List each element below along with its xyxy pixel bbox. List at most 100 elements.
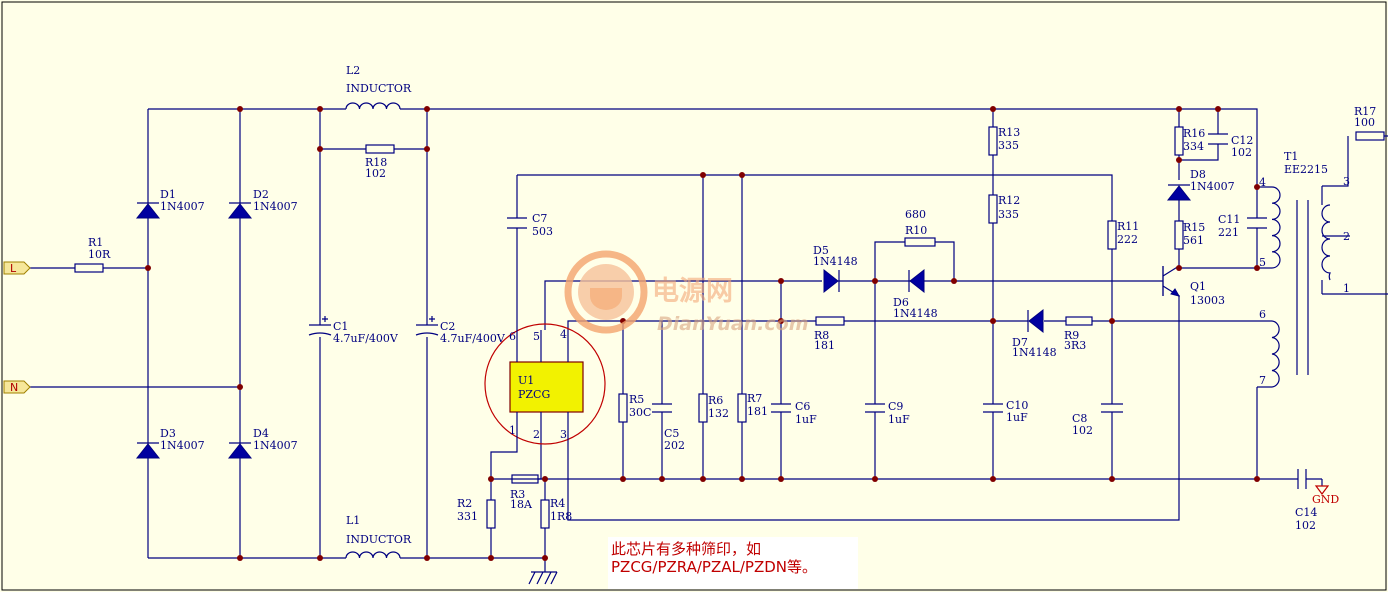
capacitor-c2[interactable]: C2 4.7uF/400V: [415, 316, 506, 345]
svg-text:102: 102: [365, 167, 386, 180]
svg-text:5: 5: [533, 330, 540, 343]
capacitor-c6[interactable]: C6 1uF: [771, 400, 817, 426]
svg-text:C12: C12: [1231, 134, 1253, 147]
resistor-r11[interactable]: R11 222: [1107, 220, 1139, 250]
note-line2: PZCG/PZRA/PZAL/PZDN等。: [611, 558, 817, 576]
resistor-r12[interactable]: R12 335: [988, 194, 1020, 224]
svg-text:C7: C7: [532, 212, 547, 225]
svg-text:331: 331: [457, 510, 478, 523]
capacitor-c11[interactable]: C11 221: [1218, 213, 1267, 239]
svg-text:2: 2: [533, 428, 540, 441]
svg-text:3: 3: [1343, 175, 1350, 188]
resistor-r15[interactable]: R15 561: [1174, 220, 1205, 250]
svg-text:3R3: 3R3: [1064, 339, 1086, 352]
capacitor-c5[interactable]: C5 202: [652, 403, 685, 452]
resistor-r3[interactable]: R3 18A: [510, 474, 539, 511]
port-neutral-label: N: [10, 381, 18, 394]
resistor-r1[interactable]: R1 10R: [74, 236, 111, 273]
capacitor-c1[interactable]: C1 4.7uF/400V: [308, 316, 399, 345]
svg-text:R12: R12: [998, 194, 1020, 207]
svg-text:R17: R17: [1354, 105, 1376, 118]
svg-text:1N4007: 1N4007: [253, 200, 298, 213]
svg-text:102: 102: [1072, 424, 1093, 437]
svg-text:C1: C1: [333, 320, 348, 333]
resistor-r16[interactable]: R16 334: [1174, 126, 1205, 156]
svg-text:C2: C2: [440, 320, 455, 333]
diode-d2[interactable]: D2 1N4007: [227, 188, 298, 219]
resistor-r17[interactable]: R17 100: [1354, 105, 1385, 141]
svg-text:13003: 13003: [1190, 294, 1225, 307]
diode-d4[interactable]: D4 1N4007: [227, 427, 298, 459]
capacitor-c12[interactable]: C12 102: [1208, 133, 1253, 159]
svg-text:C5: C5: [664, 427, 679, 440]
capacitor-c8[interactable]: C8 102: [1072, 403, 1123, 437]
svg-text:Q1: Q1: [1190, 280, 1206, 293]
svg-text:4: 4: [560, 328, 567, 341]
svg-text:1N4148: 1N4148: [893, 307, 938, 320]
port-neutral[interactable]: N: [3, 380, 31, 394]
svg-text:D2: D2: [253, 188, 269, 201]
svg-text:R2: R2: [457, 497, 472, 510]
ic-u1[interactable]: U1 PZCG 1 2 3 4 5 6: [484, 323, 606, 445]
svg-text:1N4007: 1N4007: [160, 439, 205, 452]
ground-gnd[interactable]: GND: [1312, 485, 1339, 506]
svg-text:102: 102: [1295, 519, 1316, 532]
svg-text:C9: C9: [888, 400, 903, 413]
svg-text:181: 181: [814, 339, 835, 352]
resistor-r8[interactable]: R8 181: [814, 316, 845, 352]
resistor-r9[interactable]: R9 3R3: [1064, 316, 1093, 352]
resistor-r7[interactable]: R7 181: [737, 392, 768, 423]
capacitor-c7[interactable]: C7 503: [507, 212, 553, 238]
capacitor-c14[interactable]: C14 102: [1295, 469, 1317, 532]
inductor-l1[interactable]: L1 INDUCTOR: [345, 514, 412, 559]
svg-text:T1: T1: [1284, 150, 1298, 163]
svg-text:D1: D1: [160, 188, 176, 201]
svg-text:D8: D8: [1190, 168, 1206, 181]
svg-text:D7: D7: [1012, 336, 1028, 349]
svg-text:R5: R5: [629, 393, 644, 406]
wires: [30, 108, 1388, 572]
resistor-r13[interactable]: R13 335: [988, 126, 1020, 156]
svg-text:C8: C8: [1072, 412, 1087, 425]
svg-text:1N4148: 1N4148: [813, 255, 858, 268]
svg-text:L2: L2: [346, 64, 360, 77]
port-line[interactable]: L: [3, 261, 31, 275]
svg-text:1uF: 1uF: [795, 413, 817, 426]
svg-text:R15: R15: [1183, 221, 1205, 234]
svg-text:18A: 18A: [510, 498, 533, 511]
svg-text:C11: C11: [1218, 213, 1240, 226]
svg-text:222: 222: [1117, 233, 1138, 246]
svg-text:D5: D5: [813, 244, 829, 257]
resistor-r4[interactable]: R4 1R8: [540, 497, 572, 529]
svg-text:181: 181: [747, 405, 768, 418]
diode-d8[interactable]: D8 1N4007: [1166, 168, 1235, 201]
transformer-t1[interactable]: T1 EE2215 4 5 6 7 3 2 1: [1259, 150, 1350, 388]
inductor-l2[interactable]: L2 INDUCTOR: [345, 64, 412, 110]
svg-text:10R: 10R: [88, 248, 111, 261]
diode-d5[interactable]: D5 1N4148: [813, 244, 858, 294]
diode-d1[interactable]: D1 1N4007: [135, 188, 205, 219]
svg-text:R13: R13: [998, 126, 1020, 139]
resistor-r18[interactable]: R18 102: [365, 144, 395, 180]
resistor-r2[interactable]: R2 331: [457, 497, 496, 529]
svg-text:D4: D4: [253, 427, 269, 440]
svg-text:L1: L1: [346, 514, 360, 527]
svg-text:R6: R6: [708, 394, 723, 407]
resistor-r6[interactable]: R6 132: [698, 393, 729, 423]
resistor-r5[interactable]: R5 30C: [618, 393, 651, 423]
resistor-r10[interactable]: 680 R10: [904, 208, 936, 247]
capacitor-c10[interactable]: C10 1uF: [983, 399, 1028, 424]
earth-ground-symbol: [528, 571, 558, 585]
port-line-label: L: [10, 262, 17, 275]
svg-text:202: 202: [664, 439, 685, 452]
transistor-q1[interactable]: Q1 13003: [1162, 266, 1225, 307]
svg-text:R1: R1: [88, 236, 103, 249]
svg-text:4: 4: [1259, 176, 1266, 189]
diode-d3[interactable]: D3 1N4007: [135, 427, 205, 459]
svg-text:1N4007: 1N4007: [160, 200, 205, 213]
svg-text:1N4007: 1N4007: [253, 439, 298, 452]
diode-d7[interactable]: D7 1N4148: [1012, 308, 1057, 359]
capacitor-c9[interactable]: C9 1uF: [865, 400, 910, 426]
diode-d6[interactable]: D6 1N4148: [893, 268, 938, 320]
svg-text:6: 6: [1259, 308, 1266, 321]
